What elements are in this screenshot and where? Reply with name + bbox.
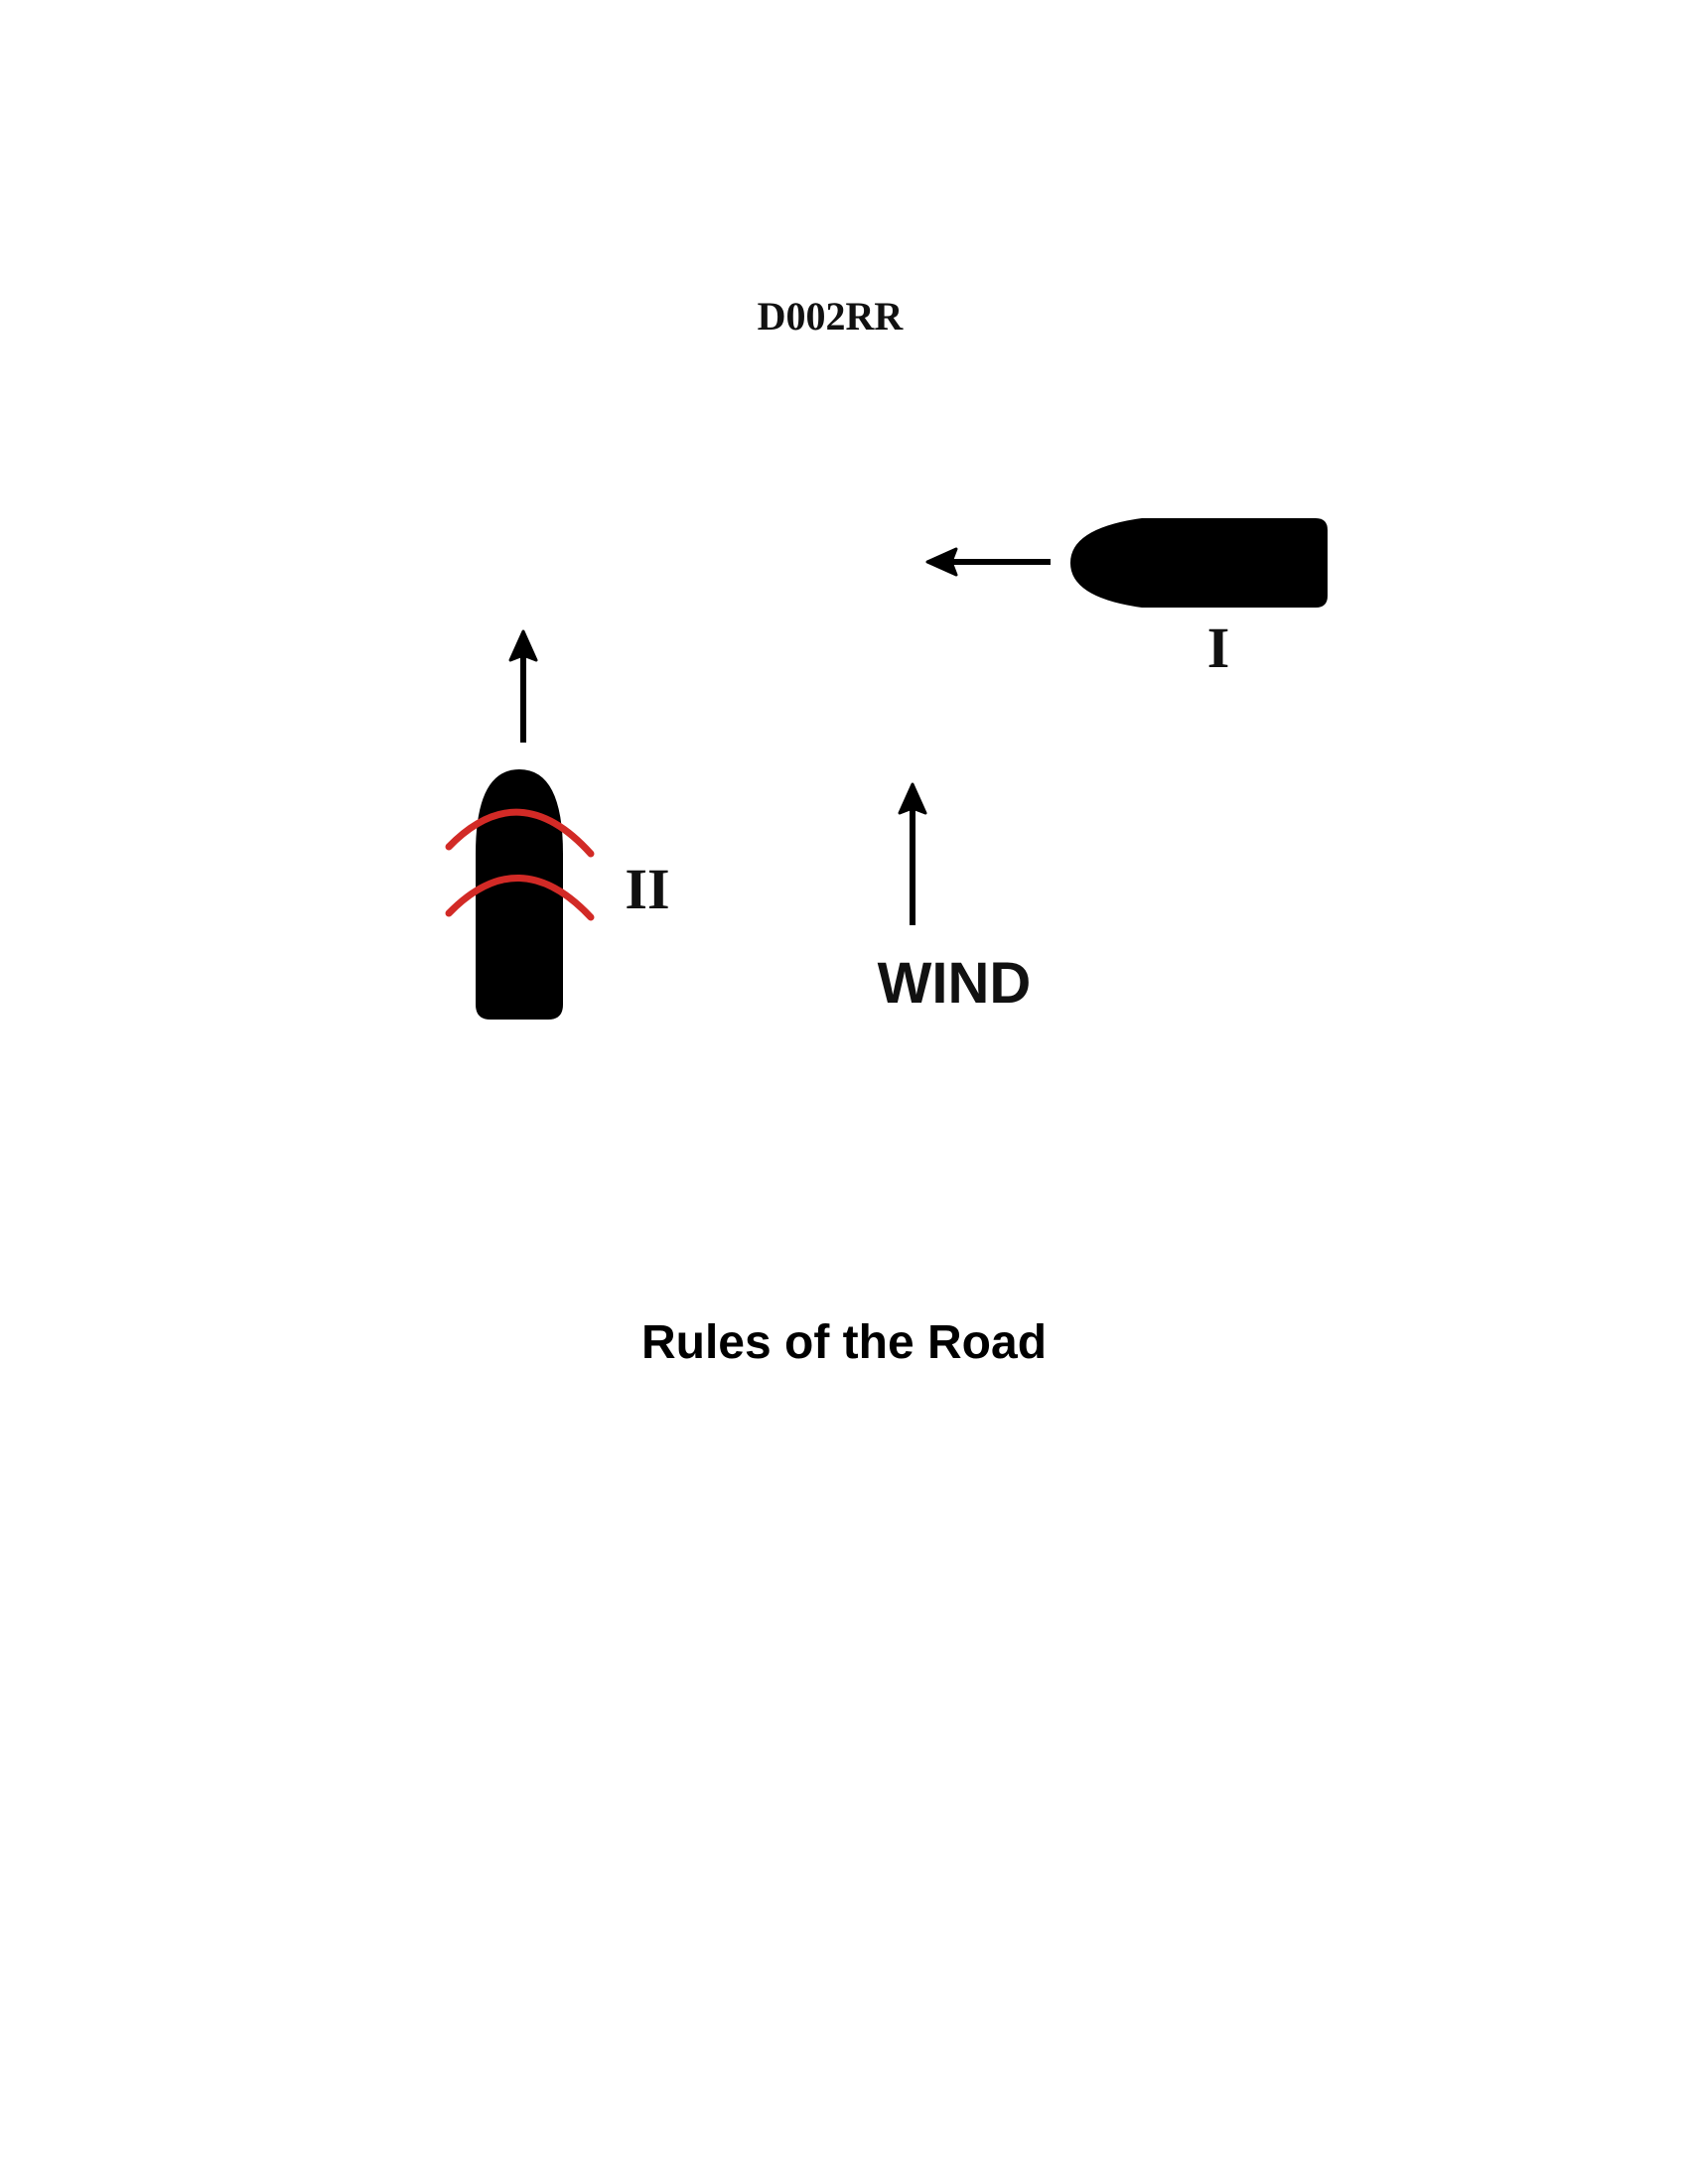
- page-title: Rules of the Road: [640, 1316, 1048, 1369]
- light-arc-icon: [445, 875, 595, 921]
- light-arc-icon: [445, 808, 595, 858]
- arrow-up-icon: [508, 629, 538, 743]
- vessel-two: [445, 769, 595, 1020]
- vessel-two-label: II: [625, 857, 669, 921]
- wind-label: WIND: [878, 951, 1032, 1016]
- arrow-left-icon: [925, 547, 1051, 577]
- vessel-icon: [476, 769, 563, 1020]
- vessel-icon: [1070, 518, 1328, 608]
- wind-arrow: [898, 782, 927, 925]
- vessel-one-label: I: [1207, 615, 1230, 680]
- vessel-one: [1070, 518, 1328, 608]
- diagram-code: D002RR: [758, 294, 905, 339]
